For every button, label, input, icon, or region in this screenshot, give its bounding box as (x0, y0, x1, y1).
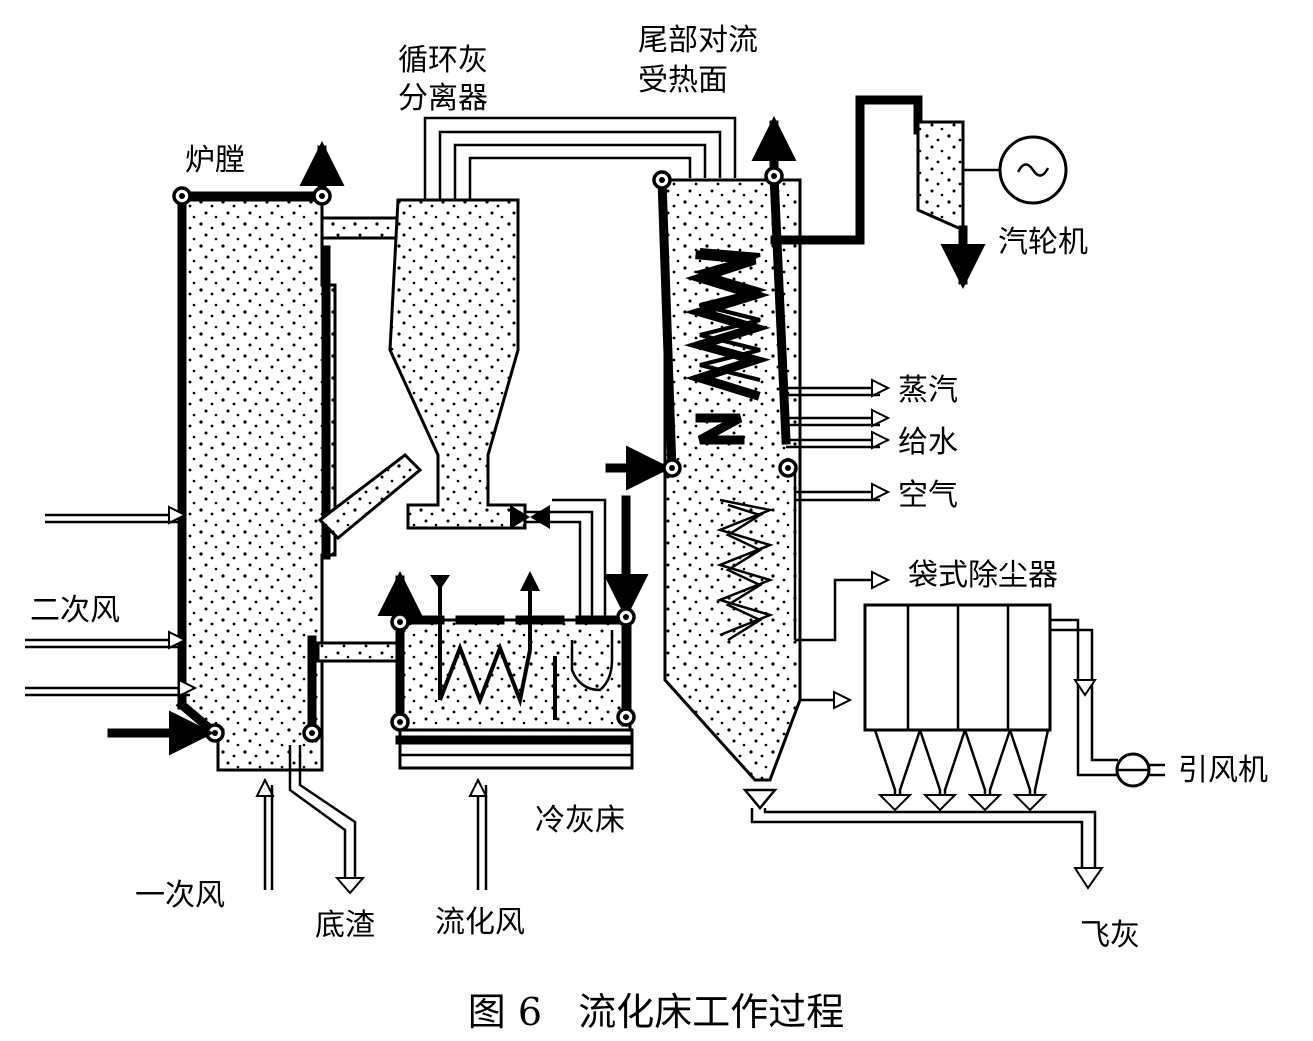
bottom-ash-outlet (288, 745, 366, 895)
secondary-air-arrows (25, 515, 214, 756)
bag-filter (742, 603, 1165, 890)
label-feedwater: 给水 (898, 425, 958, 460)
label-turbine: 汽轮机 (998, 225, 1088, 260)
label-fly-ash: 飞灰 (1080, 918, 1140, 953)
label-secondary-air: 二次风 (30, 593, 120, 628)
label-separator-line2: 分离器 (398, 81, 488, 116)
label-fluidizing-air: 流化风 (435, 905, 525, 940)
label-bag-filter: 袋式除尘器 (908, 558, 1058, 593)
label-id-fan: 引风机 (1178, 753, 1268, 788)
label-bottom-ash: 底渣 (315, 908, 375, 943)
label-tail-line2: 受热面 (638, 63, 728, 98)
cyclone-separator (317, 116, 737, 541)
outlet-lines (786, 388, 888, 642)
fluidizing-air-arrow (478, 780, 486, 890)
label-tail-line1: 尾部对流 (638, 23, 758, 58)
figure-caption: 图 6 流化床工作过程 (468, 990, 845, 1034)
label-steam: 蒸汽 (898, 373, 958, 408)
turbine (770, 95, 1068, 289)
label-primary-air: 一次风 (135, 878, 225, 913)
ash-cooler (316, 495, 649, 770)
primary-air-arrow (265, 780, 272, 890)
tail-convection (605, 116, 802, 782)
label-ash-cooler: 冷灰床 (535, 803, 625, 838)
furnace (172, 141, 402, 772)
label-separator-line1: 循环灰 (398, 43, 488, 78)
label-furnace: 炉膛 (185, 143, 245, 178)
label-air: 空气 (898, 478, 958, 513)
